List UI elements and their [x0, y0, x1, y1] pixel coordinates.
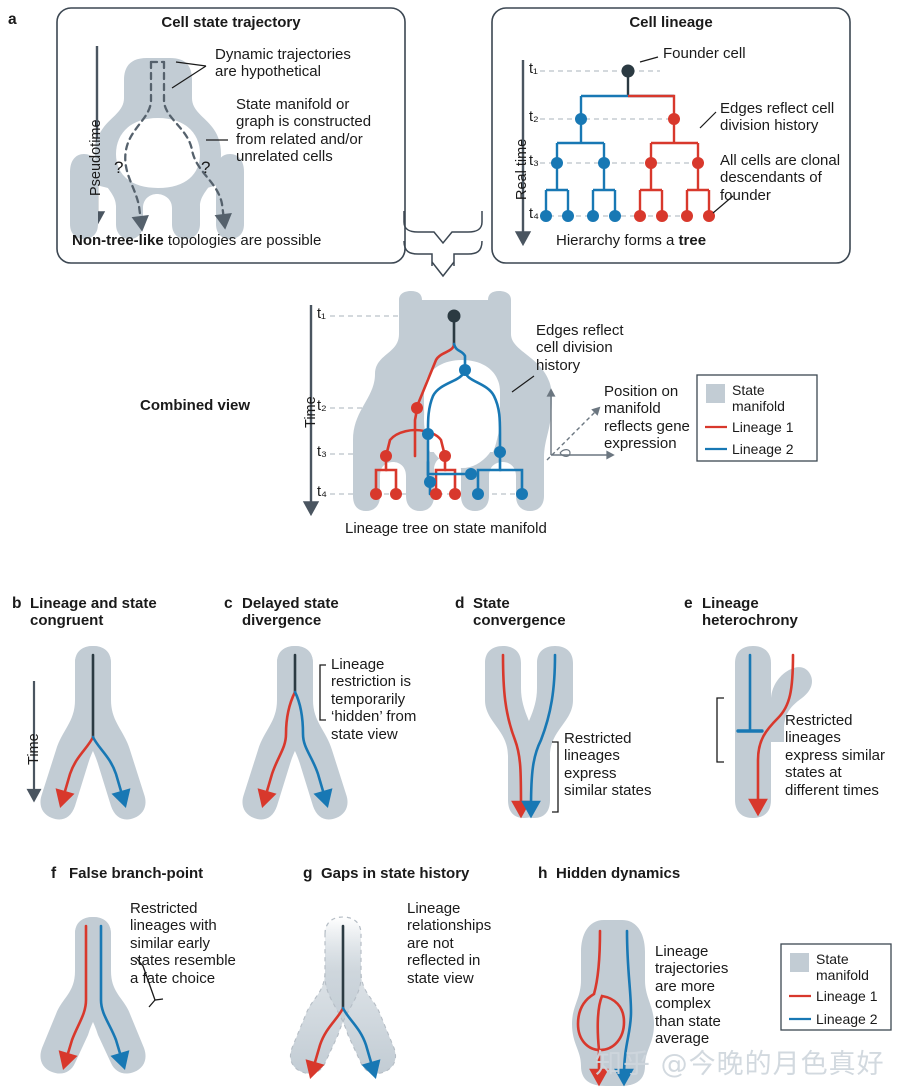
- time-label-c-t1: t₁: [317, 306, 326, 322]
- annotation-all-cells-clonal: All cells are clonal descendants of foun…: [720, 152, 841, 204]
- time-label-a-t2: t₂: [529, 109, 539, 125]
- box-title-cell-lineage: Cell lineage: [629, 14, 713, 31]
- panel-b-lineages: [55, 653, 131, 808]
- panel-title-c: Delayed state divergence: [242, 595, 339, 630]
- annotation-h: Lineage trajectories are more complex th…: [655, 943, 729, 1047]
- panel-e-bracket: [716, 697, 724, 763]
- legend-bottom-label-lineage-2: Lineage 2: [816, 1011, 878, 1027]
- annotation-edges-reflect-combined: Edges reflect cell division history: [536, 322, 624, 374]
- panel-c-lineages: [257, 653, 333, 808]
- legend-label-lineage-2: Lineage 2: [732, 441, 794, 457]
- time-label-a-t3: t₃: [529, 153, 539, 169]
- combined-lineage-nodes: [370, 309, 528, 500]
- annotation-c: Lineage restriction is temporarily ‘hidd…: [331, 656, 417, 743]
- panel-letter-d: d: [455, 595, 465, 612]
- annotation-e: Restricted lineages express similar stat…: [785, 712, 886, 799]
- legend-box-combined: [696, 374, 818, 462]
- combined-leader-line: [511, 375, 535, 393]
- time-label-c-t2: t₂: [317, 398, 327, 414]
- question-mark-left: ?: [114, 158, 124, 177]
- panel-f-lineages: [58, 924, 130, 1070]
- cell-lineage-nodes: [540, 64, 715, 222]
- panel-a-left-box: [56, 7, 406, 264]
- panel-d-lineages: [501, 653, 557, 819]
- annotation-dynamic-trajectories: Dynamic trajectories are hypothetical: [215, 46, 351, 81]
- mini-axes-icon: [546, 388, 615, 461]
- question-mark-right: ?: [201, 158, 211, 177]
- panel-g-lineages: [305, 924, 381, 1079]
- annotation-edges-reflect: Edges reflect cell division history: [720, 100, 835, 135]
- time-label-a-t1: t₁: [529, 61, 538, 77]
- legend-bottom-label-state-manifold: State manifold: [816, 951, 869, 984]
- panel-title-d: State convergence: [473, 595, 566, 630]
- annotation-state-manifold-graph: State manifold or graph is constructed f…: [236, 96, 372, 166]
- panel-title-h: Hidden dynamics: [556, 865, 681, 882]
- annotation-f: Restricted lineages with similar early s…: [130, 900, 236, 987]
- panel-letter-b: b: [12, 595, 22, 612]
- panel-title-g: Gaps in state history: [321, 865, 470, 882]
- panel-e-lineages: [736, 653, 795, 817]
- annotation-position-manifold: Position on manifold reflects gene expre…: [604, 383, 690, 453]
- caption-hierarchy-tree: Hierarchy forms a tree: [556, 232, 707, 249]
- panel-f-manifold: [40, 917, 146, 1074]
- annotation-g: Lineage relationships are not reflected …: [407, 900, 492, 987]
- panel-letter-f: f: [51, 865, 57, 882]
- brace-connector: [403, 211, 483, 278]
- panel-a-right-box: [491, 7, 851, 264]
- panel-title-b: Lineage and state congruent: [30, 595, 157, 630]
- panel-title-e: Lineage heterochrony: [702, 595, 798, 630]
- panel-d-manifold: [485, 646, 573, 818]
- combined-view-label: Combined view: [140, 397, 251, 414]
- axis-label-pseudotime: Pseudotime: [88, 119, 104, 196]
- box-title-cell-state-trajectory: Cell state trajectory: [161, 14, 301, 31]
- panel-letter-c: c: [224, 595, 233, 612]
- panel-f-bracket: [135, 957, 164, 1008]
- time-label-c-t3: t₃: [317, 444, 327, 460]
- legend-label-state-manifold: State manifold: [732, 382, 785, 415]
- annotation-d: Restricted lineages express similar stat…: [564, 730, 652, 800]
- watermark: 知乎 @今晚的月色真好: [595, 1049, 885, 1080]
- legend-box-bottom: [780, 943, 892, 1031]
- leader-lines-a-left: [171, 61, 228, 141]
- hypothetical-trajectories: [124, 60, 232, 232]
- panel-h-lineages: [576, 929, 634, 1087]
- legend-bottom-label-lineage-1: Lineage 1: [816, 988, 878, 1004]
- axis-label-time-b: Time: [26, 733, 42, 765]
- leader-lines-a-right: [639, 56, 734, 214]
- panel-h-manifold: [572, 920, 654, 1086]
- caption-non-tree-like: Non-tree-like topologies are possible: [72, 232, 322, 249]
- panel-letter-h: h: [538, 865, 548, 882]
- panel-title-f: False branch-point: [69, 865, 204, 882]
- panel-letter-g: g: [303, 865, 313, 882]
- panel-letter-e: e: [684, 595, 693, 612]
- cell-lineage-tree: [544, 71, 711, 216]
- state-manifold-shape-a: [70, 58, 244, 239]
- legend-label-lineage-1: Lineage 1: [732, 419, 794, 435]
- time-label-a-t4: t₄: [529, 206, 539, 222]
- panel-c-bracket: [319, 664, 326, 721]
- caption-lineage-tree-manifold: Lineage tree on state manifold: [345, 520, 547, 537]
- time-label-c-t4: t₄: [317, 484, 327, 500]
- panel-d-bracket: [552, 741, 559, 813]
- annotation-founder-cell: Founder cell: [663, 45, 746, 62]
- panel-letter-a: a: [8, 11, 17, 28]
